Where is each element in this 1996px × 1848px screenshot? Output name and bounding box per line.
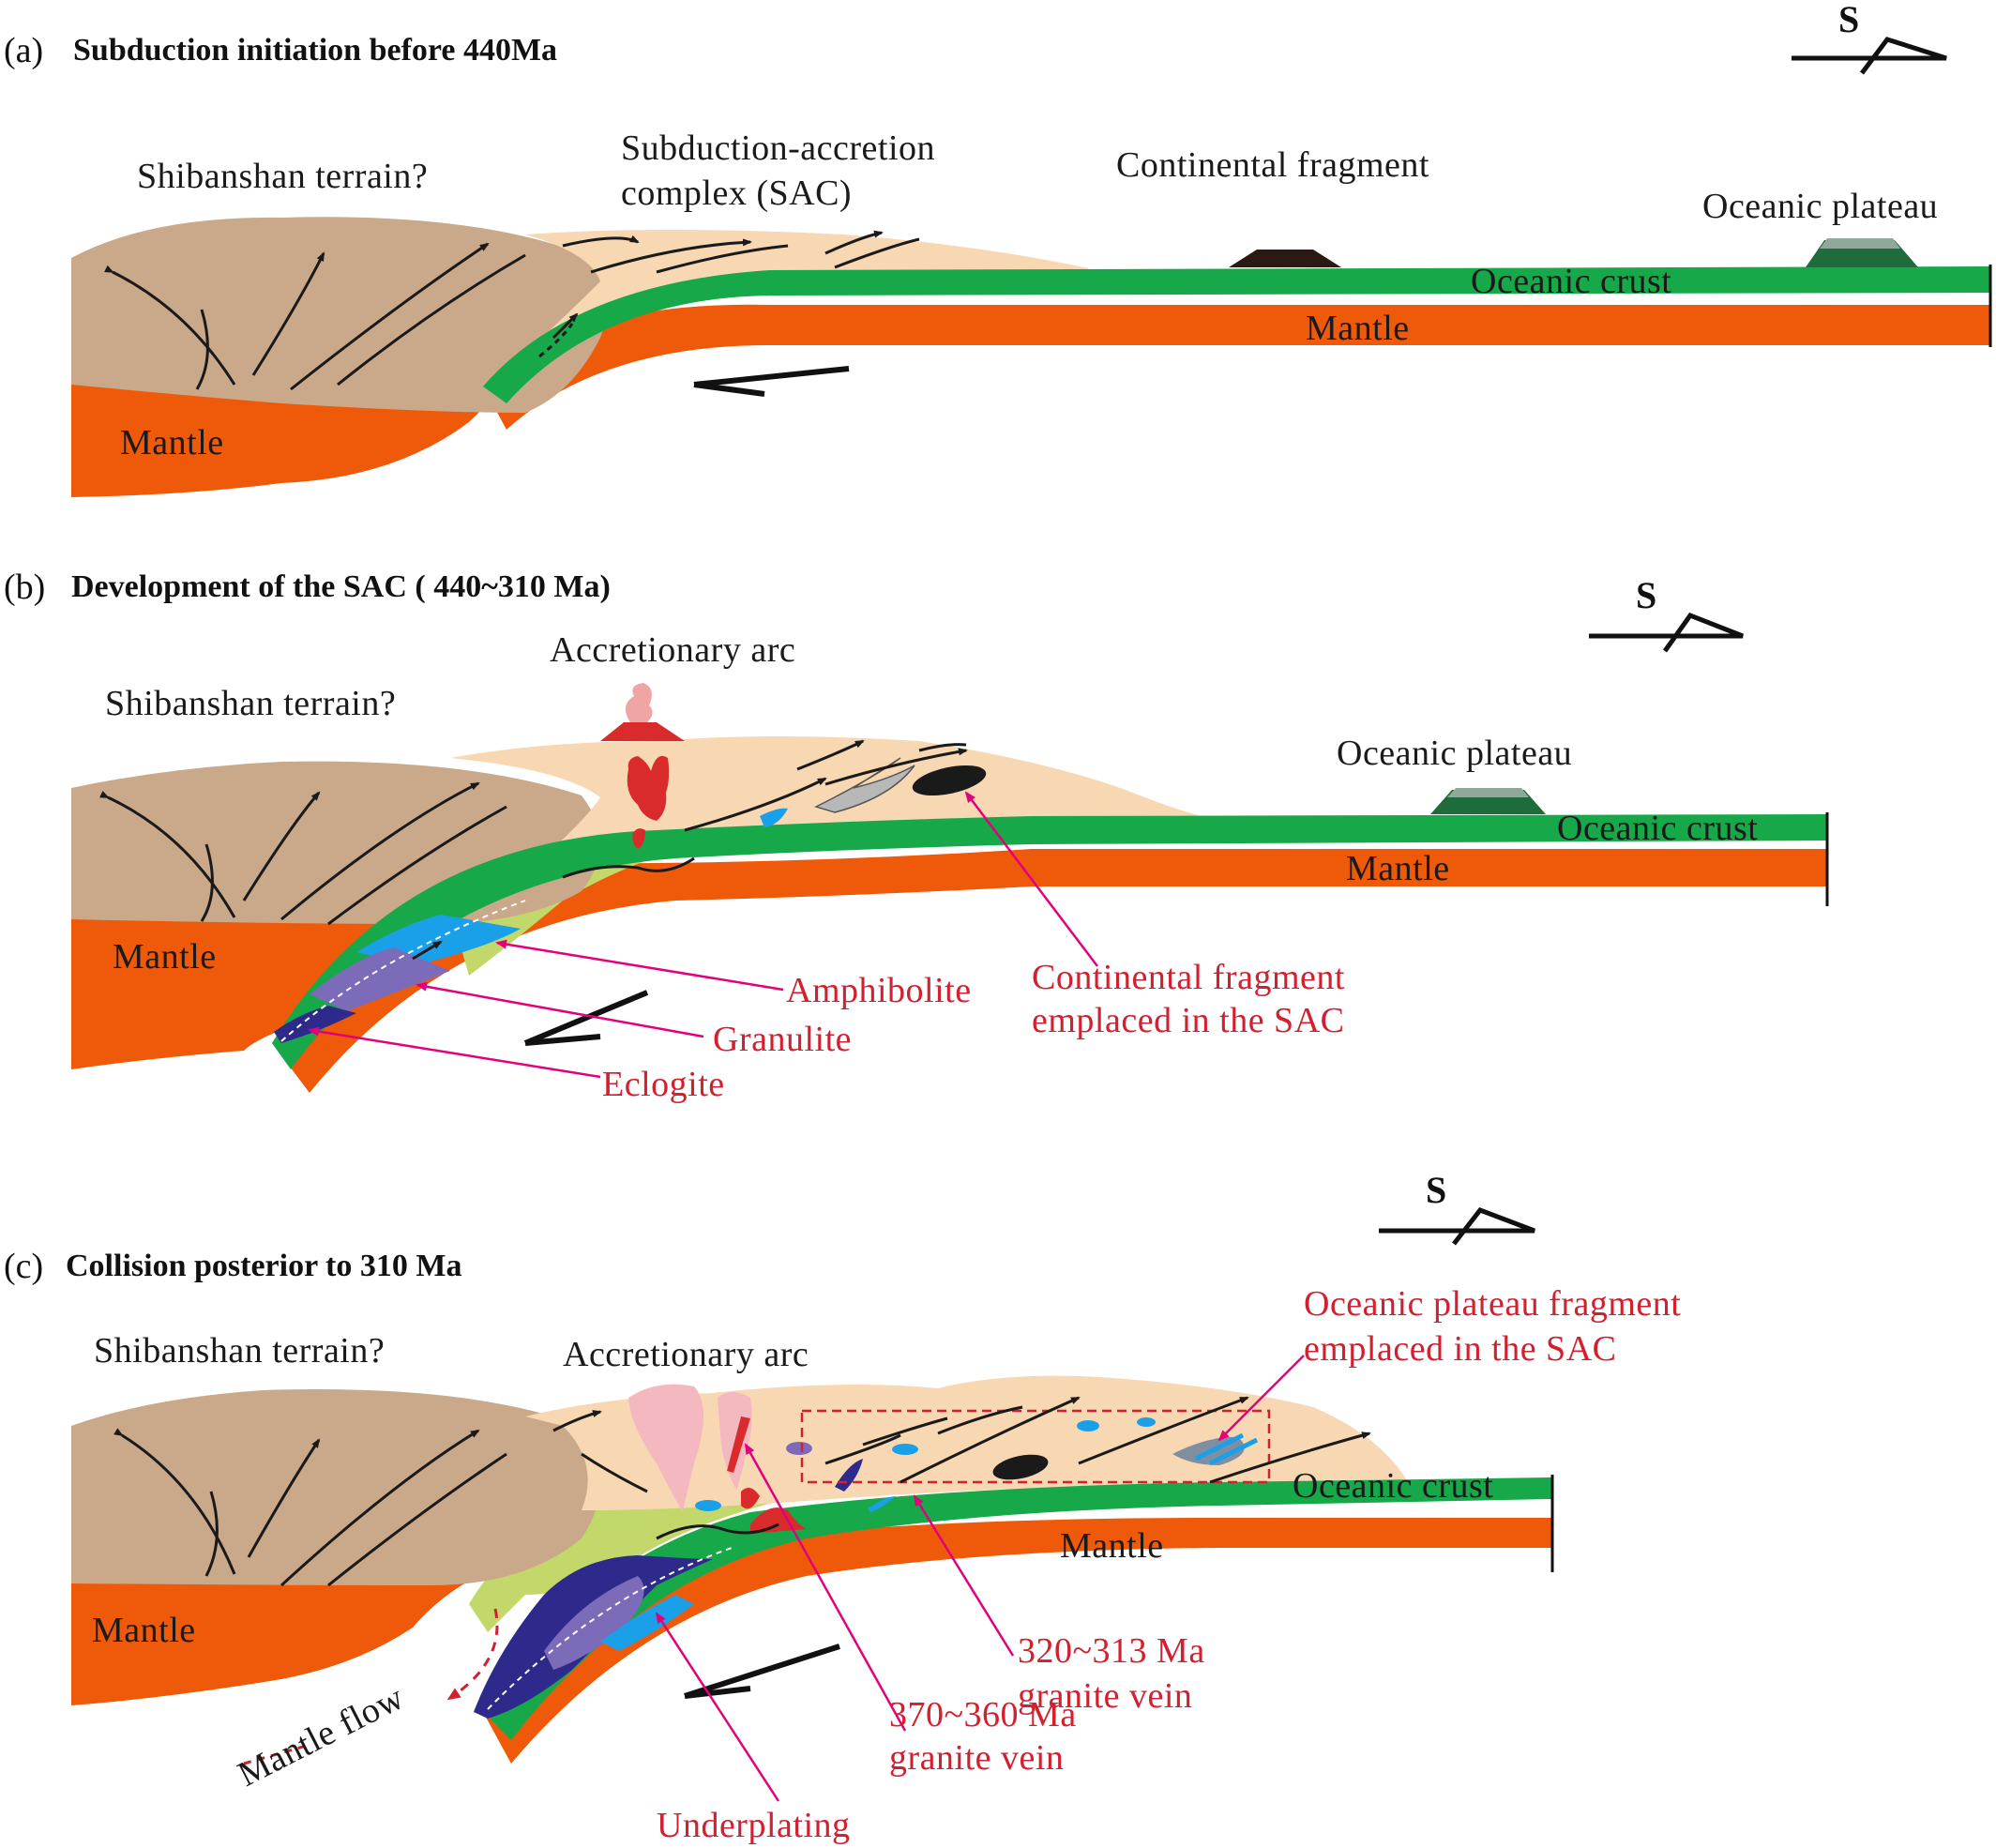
label-fragment-b-2: emplaced in the SAC [1032,1001,1344,1040]
panel-a: (a) Subduction initiation before 440Ma S [4,0,1992,497]
label-vein2-1: 370~360 Ma [889,1695,1077,1734]
leader-vein1 [913,1494,1015,1657]
compass-s-label: S [1838,0,1859,40]
label-eclogite: Eclogite [602,1065,725,1104]
faults-c [113,1396,1371,1710]
label-mantle-right-c: Mantle [1060,1526,1164,1566]
subducting-mantle-a [483,304,1990,430]
leader-amphibolite [495,939,784,992]
label-crust-a: Oceanic crust [1471,262,1671,301]
leader-underplating [655,1612,780,1802]
label-granulite: Granulite [713,1020,852,1059]
label-mantle-left-b: Mantle [113,937,217,977]
label-terrain-a: Shibanshan terrain? [137,157,428,196]
sac-highlight-box [800,1409,1271,1484]
label-fragment-a: Continental fragment [1116,145,1429,185]
granulite-zone-b [310,947,450,1011]
arc-pluton-b [627,755,670,821]
shibanshan-terrain-b [71,761,600,924]
south-compass-icon: S [1792,0,1947,75]
label-underplating: Underplating [657,1806,851,1845]
continental-fragment-b [912,765,987,796]
label-sac-a-1: Subduction-accretion [621,129,935,168]
leader-fragment-b [964,791,1098,967]
subducting-mantle-c [483,1518,1552,1764]
label-mantle-left-c: Mantle [92,1611,196,1650]
label-arc-c: Accretionary arc [563,1335,809,1374]
label-arc-b: Accretionary arc [550,630,795,670]
label-crust-c: Oceanic crust [1293,1466,1493,1506]
south-compass-icon: S [1379,1169,1535,1246]
left-mantle-c [71,1576,478,1705]
label-mantle-left-a: Mantle [120,423,224,462]
left-mantle-b [71,915,431,1069]
eclogite-zone-b [274,1006,356,1043]
granite-pluton-1 [628,1384,703,1512]
faults-b [99,739,968,1042]
subduction-arrow-a [693,366,850,387]
label-vein1-1: 320~313 Ma [1018,1631,1205,1671]
panel-c: (c) Collision posterior to 310 Ma S [4,1169,1681,1845]
label-sac-a-2: complex (SAC) [621,174,852,213]
label-vein1-2: granite vein [1018,1676,1192,1716]
leader-plateau-c [1217,1355,1305,1442]
label-plateau-c-1: Oceanic plateau fragment [1304,1284,1681,1324]
compass-s-label: S [1636,574,1656,616]
subduction-arrow-b [523,990,649,1046]
panel-b-letter: (b) [4,568,45,607]
faults-a [104,230,920,391]
panel-c-title: Collision posterior to 310 Ma [66,1249,461,1283]
oceanic-crust-a [483,266,1990,403]
sac-wedge-a [507,230,1088,371]
label-mantle-right-a: Mantle [1306,309,1410,348]
mantle-flow-arrow [446,1608,499,1701]
panel-a-letter: (a) [4,31,43,70]
continental-fragment-a [1229,250,1341,267]
panel-a-title: Subduction initiation before 440Ma [73,33,557,68]
panel-c-letter: (c) [4,1247,43,1286]
label-fragment-b-1: Continental fragment [1032,958,1345,997]
subducting-mantle-b [272,849,1827,1093]
subduction-arrow-c [684,1644,840,1699]
compass-s-label: S [1426,1169,1446,1211]
label-vein2-2: granite vein [889,1738,1064,1778]
volcano-icon [600,722,685,741]
panel-b: (b) Development of the SAC ( 440~310 Ma)… [4,568,1829,1104]
label-terrain-c: Shibanshan terrain? [94,1331,385,1371]
leader-granulite [416,981,704,1038]
label-amphibolite: Amphibolite [786,971,972,1010]
label-crust-b: Oceanic crust [1557,809,1758,848]
shibanshan-terrain-c [71,1389,600,1585]
leader-vein2 [744,1443,907,1732]
label-plateau-c-2: emplaced in the SAC [1304,1329,1616,1369]
oceanic-crust-b [272,814,1827,1069]
south-compass-icon: S [1589,574,1744,653]
oceanic-crust-c [483,1477,1552,1740]
label-mantle-flow: Mantle flow [232,1677,410,1795]
leader-eclogite [308,1026,601,1079]
label-plateau-b: Oceanic plateau [1337,734,1572,773]
label-mantle-right-b: Mantle [1346,849,1450,888]
panel-b-title: Development of the SAC ( 440~310 Ma) [71,569,611,604]
label-plateau-a: Oceanic plateau [1702,187,1938,226]
label-terrain-b: Shibanshan terrain? [105,684,396,723]
